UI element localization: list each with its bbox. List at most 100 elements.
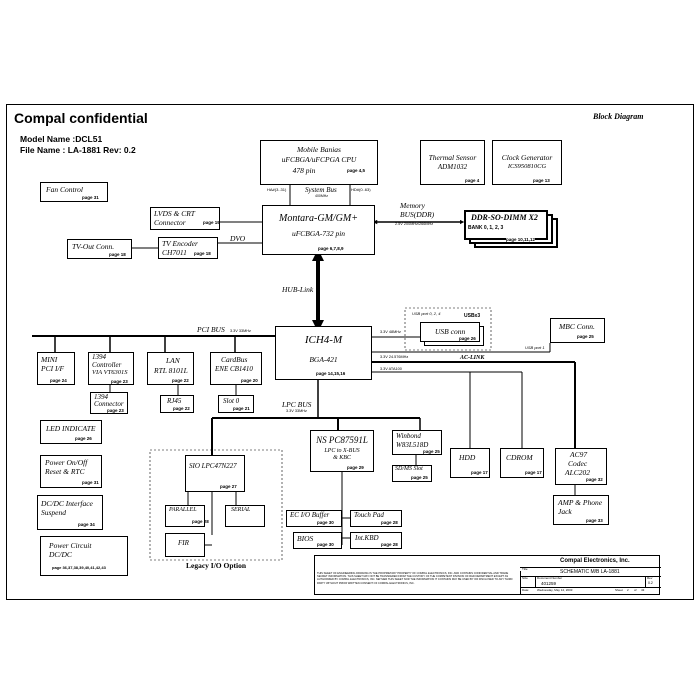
- lvds-label-1: LVDS & CRT: [154, 209, 195, 218]
- sdms-label: SD/MS Slot: [395, 466, 423, 472]
- title-value: SCHEMATIC M/B LA-1881: [560, 569, 620, 575]
- ac97-label-3: ALC202: [565, 468, 591, 477]
- ich-page: page 14,15,16: [316, 371, 346, 376]
- pci-bus-label: PCI BUS: [197, 325, 225, 334]
- intkbd-label: Int.KBD: [355, 534, 379, 542]
- mbc-conn-block: MBC Conn. page 25: [550, 318, 605, 343]
- lan-label-2: RTL 8101L: [154, 366, 188, 375]
- clock-block: Clock Generator ICS950810CG page 13: [492, 140, 562, 185]
- slot0-block: Slot 0 page 21: [218, 395, 254, 413]
- minipci-label-2: PCI I/F: [41, 364, 65, 373]
- hublink-label: HUB-Link: [282, 285, 314, 294]
- cardbus-block: CardBus ENE CB1410 page 20: [210, 352, 262, 385]
- of-label: of: [634, 588, 637, 592]
- serial-block: SERIAL: [225, 505, 265, 527]
- minipci-label-1: MINI: [41, 355, 58, 364]
- clock-page: page 13: [533, 178, 550, 183]
- ata-label: 3.3V ATA100: [380, 367, 402, 371]
- tvenc-page: page 18: [194, 251, 211, 256]
- dvo-label: DVO: [230, 234, 246, 243]
- sdms-slot-block: SD/MS Slot page 25: [392, 465, 432, 482]
- amp-label-1: AMP & Phone: [558, 498, 603, 507]
- winbond-label-2: W83L518D: [396, 441, 429, 449]
- amp-label-2: Jack: [558, 507, 572, 516]
- amp-jack-block: AMP & Phone Jack page 33: [553, 495, 609, 525]
- ac97-label-2: Codec: [568, 459, 588, 468]
- usb-x3: USBx3: [464, 313, 481, 319]
- title-block: THIS SHEET OF ENGINEERING DRAWING IS THE…: [314, 555, 661, 595]
- mini-pci-block: MINI PCI I/F page 24: [37, 352, 75, 385]
- dimm-label: DDR-SO-DIMM X2: [471, 213, 538, 222]
- cpu-label-1: Mobile Banias: [297, 145, 341, 154]
- cdrom-block: CDROM page 17: [500, 448, 544, 478]
- intkbd-page: page 28: [381, 542, 398, 547]
- nspc-label-1: NS PC87591L: [316, 435, 368, 445]
- dcdc-if-label-1: DC/DC Interface: [41, 499, 93, 508]
- gmch-block: Montara-GM/GM+ uFCBGA-732 pin page 6,7,8…: [262, 205, 375, 255]
- ec-io-buffer-block: EC I/O Buffer page 30: [286, 510, 342, 527]
- winbond-label-1: Winbond: [396, 432, 421, 440]
- gmch-page: page 6,7,8,9: [318, 246, 344, 251]
- of-value: 43: [641, 588, 645, 592]
- lan-block: LAN RTL 8101L page 22: [147, 352, 194, 385]
- slot0-label: Slot 0: [223, 397, 240, 405]
- cpu-label-3: 478 pin: [292, 166, 316, 175]
- sdms-page: page 25: [411, 475, 428, 480]
- ich-label-1: ICH4-M: [304, 334, 343, 346]
- bios-label: BIOS: [297, 534, 314, 543]
- sheet-value: 2: [627, 588, 629, 592]
- ctrl1394-label-3: VIA VT6301S: [92, 369, 128, 376]
- usb-ports: USB port 0, 2, 4: [412, 311, 441, 316]
- slot0-page: page 21: [233, 406, 250, 411]
- memory-bus-label-2: BUS(DDR): [400, 210, 435, 219]
- lpc-bus-freq: 3.3V 33MHz: [286, 409, 307, 413]
- usb-port1: USB port 1: [525, 345, 545, 350]
- usb-conn-block: USB conn page 26: [420, 322, 480, 342]
- tvout-page: page 18: [109, 252, 126, 257]
- gmch-label-2: uFCBGA-732 pin: [291, 229, 346, 238]
- hdd-block: HDD page 17: [450, 448, 490, 478]
- docnum-label: Document Number: [537, 576, 563, 580]
- dimm-page: page 10,11,12: [506, 237, 536, 242]
- nspc-page: page 29: [347, 465, 364, 470]
- touchpad-label: Touch Pad: [354, 511, 384, 519]
- rev-label: Rev: [647, 576, 653, 580]
- nspc-label-3: & KBC: [333, 455, 351, 461]
- led-page: page 26: [75, 436, 92, 441]
- ctrl1394-page: page 23: [111, 379, 128, 384]
- aclink-label: AC-LINK: [460, 355, 485, 361]
- led-label: LED INDICATE: [46, 424, 96, 433]
- fir-block: FIR: [165, 533, 205, 557]
- rev-value: 0.2: [648, 581, 653, 585]
- bios-block: BIOS page 30: [293, 532, 342, 549]
- ac97-page: page 32: [586, 477, 603, 482]
- clock-label-1: Clock Generator: [501, 153, 553, 162]
- ha-bus: HA#(3..31): [267, 187, 287, 192]
- power-circuit-label-2: DC/DC: [49, 550, 72, 559]
- parallel-page: page 28: [192, 519, 209, 524]
- cpu-label-2: uFCBGA/uFCPGA CPU: [281, 155, 357, 164]
- dimm-bank: BANK 0, 1, 2, 3: [468, 225, 504, 231]
- fan-control-block: Fan Control page 31: [40, 182, 108, 202]
- clock-label-2: ICS950810CG: [507, 163, 547, 170]
- cdrom-page: page 17: [525, 470, 542, 475]
- lvds-crt-block: LVDS & CRT Connector page 19: [150, 207, 220, 230]
- memory-bus-label: Memory: [400, 201, 425, 210]
- touchpad-page: page 28: [381, 520, 398, 525]
- mbc-label: MBC Conn.: [559, 322, 595, 331]
- serial-label: SERIAL: [231, 507, 251, 513]
- fan-page: page 31: [82, 195, 99, 200]
- winbond-block: Winbond W83L518D page 25: [392, 430, 442, 455]
- tvout-label: TV-Out Conn.: [72, 242, 115, 251]
- diagram-label: Block Diagram: [593, 112, 644, 121]
- power-circuit-label-1: Power Circuit: [49, 541, 92, 550]
- power-circuit-page: page 36,37,38,39,40,41,42,43: [52, 565, 106, 570]
- pci-bus-freq: 3.3V 33MHz: [230, 329, 251, 333]
- rj45-block: RJ45 page 22: [160, 395, 194, 413]
- doc-number: 401259: [541, 581, 557, 586]
- cpu-block: Mobile Banias uFCBGA/uFCPGA CPU 478 pin …: [260, 140, 378, 185]
- ns-pc87591l-block: NS PC87591L LPC to X-BUS & KBC page 29: [310, 430, 374, 472]
- usb-page: page 26: [459, 336, 476, 341]
- hdd-label: HDD: [459, 453, 476, 462]
